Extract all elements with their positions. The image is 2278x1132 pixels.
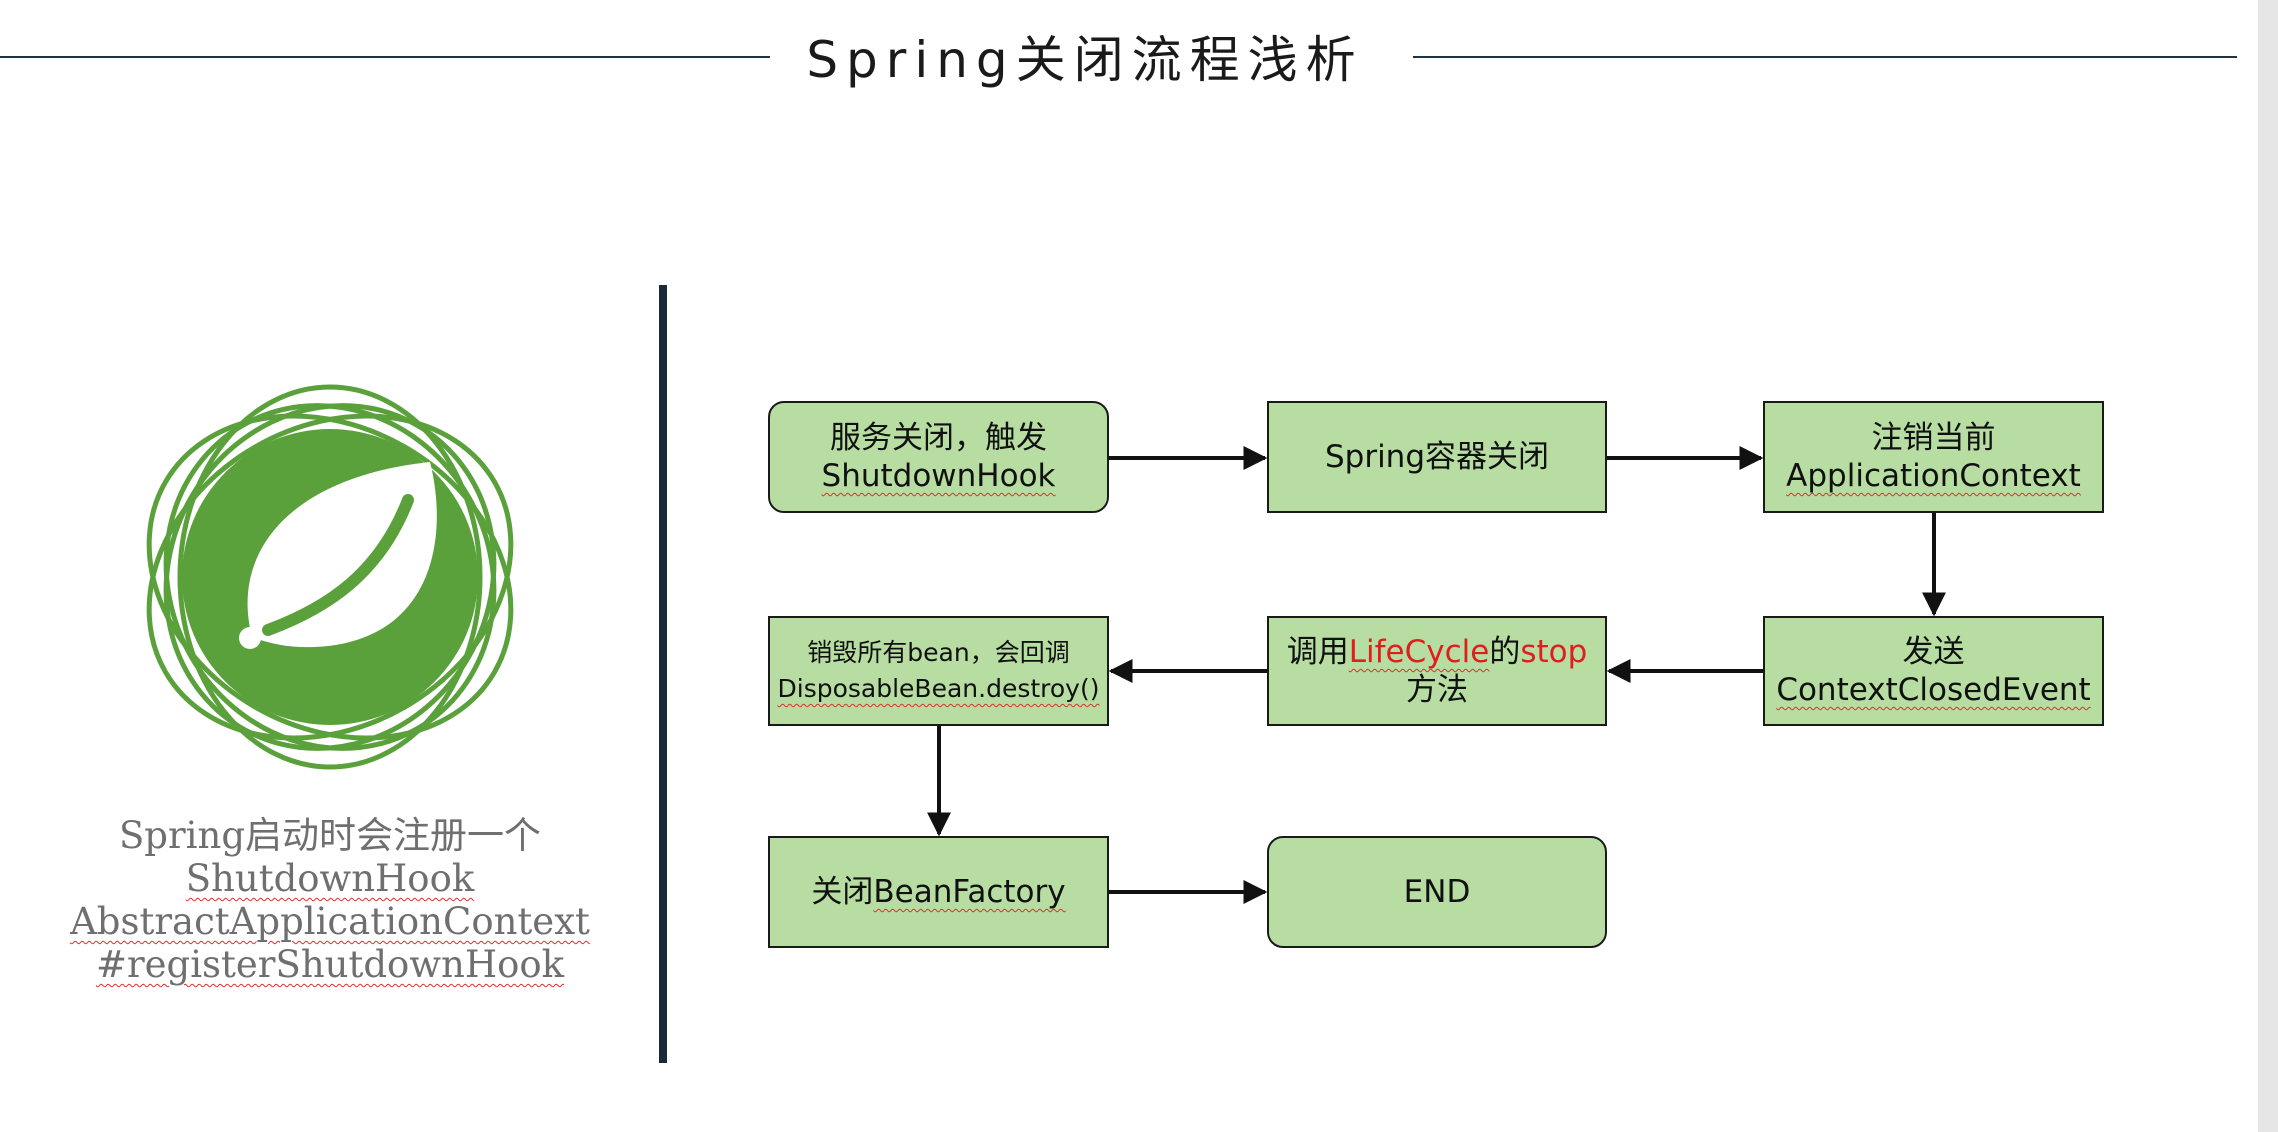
node-end-label: END — [1403, 874, 1471, 910]
vertical-divider — [659, 285, 667, 1063]
caption-line-4: #registerShutdownHook — [95, 943, 565, 986]
node-lifecycle-stop: 调用LifeCycle的stop 方法 — [1267, 616, 1607, 726]
window-edge-strip — [2258, 0, 2278, 1132]
node-unregister-context-line1: 注销当前 — [1871, 420, 1996, 456]
node-end: END — [1267, 836, 1607, 948]
slide-title: Spring关闭流程浅析 — [806, 31, 1364, 89]
spring-logo-icon — [146, 384, 514, 770]
node-lifecycle-stop-line1: 调用LifeCycle的stop — [1287, 633, 1588, 671]
node-service-shutdown-line2: ShutdownHook — [821, 458, 1056, 494]
caption-line-2: ShutdownHook — [185, 857, 475, 900]
node-send-closed-event-line1: 发送 — [1902, 634, 1965, 670]
node-lifecycle-stop-line2: 方法 — [1406, 672, 1468, 708]
node-destroy-beans-line1: 销毁所有bean，会回调 — [807, 638, 1070, 667]
lifecycle-word: LifeCycle — [1348, 634, 1490, 670]
node-destroy-beans-line2: DisposableBean.destroy() — [777, 674, 1100, 703]
node-destroy-beans: 销毁所有bean，会回调 DisposableBean.destroy() — [768, 616, 1109, 726]
title-rule-left — [0, 56, 770, 58]
logo-caption: Spring启动时会注册一个 ShutdownHook AbstractAppl… — [30, 814, 630, 986]
node-unregister-context: 注销当前 ApplicationContext — [1763, 401, 2104, 513]
caption-line-3: AbstractApplicationContext — [70, 900, 590, 943]
lifecycle-mid: 的 — [1489, 634, 1521, 670]
node-close-beanfactory: 关闭BeanFactory — [768, 836, 1109, 948]
caption-line-1: Spring启动时会注册一个 — [118, 814, 542, 857]
close-beanfactory-pre: 关闭 — [811, 874, 874, 910]
node-service-shutdown: 服务关闭，触发 ShutdownHook — [768, 401, 1109, 513]
lifecycle-pre: 调用 — [1286, 634, 1349, 670]
node-service-shutdown-line1: 服务关闭，触发 — [830, 420, 1047, 456]
node-close-beanfactory-label: 关闭BeanFactory — [811, 873, 1065, 911]
node-spring-container-close: Spring容器关闭 — [1267, 401, 1607, 513]
node-send-closed-event: 发送 ContextClosedEvent — [1763, 616, 2104, 726]
close-beanfactory-word: BeanFactory — [873, 874, 1066, 910]
node-send-closed-event-line2: ContextClosedEvent — [1776, 672, 2091, 708]
node-spring-container-close-label: Spring容器关闭 — [1324, 439, 1550, 475]
title-rule-right — [1413, 56, 2237, 58]
node-unregister-context-line2: ApplicationContext — [1786, 458, 2081, 494]
stop-word: stop — [1520, 634, 1588, 670]
